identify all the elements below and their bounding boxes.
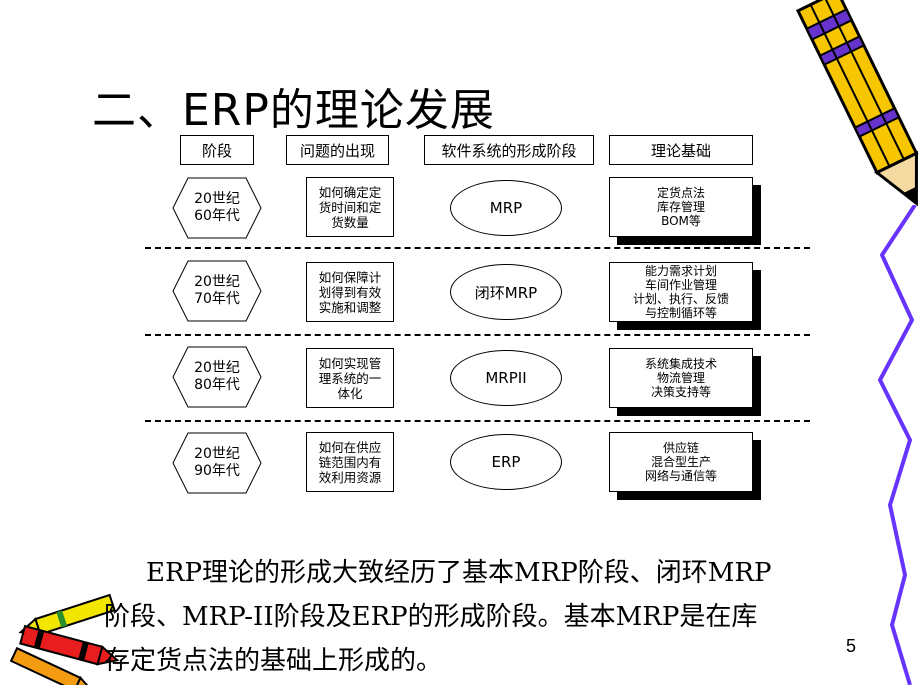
- basis-text: 定货点法: [656, 186, 705, 200]
- row-divider: [145, 334, 810, 336]
- basis-box: 系统集成技术物流管理决策支持等: [609, 348, 761, 416]
- pencil-icon: [796, 0, 919, 207]
- era-label: 60年代: [194, 208, 240, 224]
- row-divider: [145, 420, 810, 422]
- header-system: 软件系统的形成阶段: [424, 135, 594, 165]
- basis-text: 库存管理: [656, 200, 705, 214]
- basis-box: 供应链混合型生产网络与通信等: [609, 432, 761, 500]
- problem-text: 理系统的一: [318, 370, 382, 386]
- basis-text: 供应链: [662, 441, 699, 455]
- basis-text: 车间作业管理: [644, 278, 717, 292]
- row-divider: [145, 247, 810, 249]
- header-basis: 理论基础: [609, 135, 753, 165]
- era-label: 90年代: [194, 463, 240, 479]
- page-number: 5: [846, 636, 857, 656]
- paragraph-line: 阶段、MRP-II阶段及ERP的形成阶段。基本MRP是在库: [104, 602, 758, 632]
- paragraph-line: ERP理论的形成大致经历了基本MRP阶段、闭环MRP: [146, 558, 772, 588]
- problem-text: 体化: [337, 385, 363, 401]
- basis-text: 物流管理: [656, 371, 705, 385]
- problem-box: 如何实现管理系统的一体化: [306, 348, 394, 408]
- basis-box: 能力需求计划车间作业管理计划、执行、反馈与控制循环等: [609, 262, 761, 330]
- problem-box: 如何保障计划得到有效实施和调整: [306, 262, 394, 322]
- era-label: 80年代: [194, 377, 240, 393]
- page-title: 二、ERP的理论发展: [92, 85, 495, 136]
- basis-text: 网络与通信等: [644, 469, 717, 483]
- problem-text: 货数量: [331, 214, 369, 230]
- problem-text: 如何在供应: [318, 439, 382, 455]
- era-label: 20世纪: [194, 360, 240, 376]
- era-label: 20世纪: [194, 274, 240, 290]
- decorative-line-icon: [878, 205, 917, 685]
- basis-text: 计划、执行、反馈: [632, 292, 729, 306]
- problem-box: 如何确定定货时间和定货数量: [306, 177, 394, 237]
- system-ellipse: MRPII: [450, 350, 562, 406]
- era-label: 70年代: [194, 291, 240, 307]
- basis-text: 系统集成技术: [644, 357, 717, 371]
- system-ellipse: 闭环MRP: [450, 264, 562, 320]
- paragraph-line: 存定货点法的基础上形成的。: [104, 646, 443, 676]
- basis-text: 混合型生产: [650, 455, 711, 469]
- basis-text: 与控制循环等: [644, 306, 717, 320]
- problem-text: 货时间和定: [318, 199, 382, 215]
- system-ellipse: ERP: [450, 434, 562, 490]
- header-stage: 阶段: [180, 135, 254, 165]
- problem-text: 效利用资源: [318, 469, 382, 485]
- header-problem: 问题的出现: [286, 135, 389, 165]
- problem-text: 划得到有效: [318, 284, 382, 300]
- problem-text: 实施和调整: [318, 299, 382, 315]
- era-label: 20世纪: [194, 446, 240, 462]
- problem-text: 如何确定定: [318, 184, 382, 200]
- problem-box: 如何在供应链范围内有效利用资源: [306, 432, 394, 492]
- basis-text: 能力需求计划: [644, 264, 717, 278]
- crayons-icon: [9, 593, 120, 685]
- basis-text: 决策支持等: [650, 385, 711, 399]
- era-label: 20世纪: [194, 191, 240, 207]
- basis-text: BOM等: [661, 214, 701, 228]
- problem-text: 链范围内有: [318, 454, 382, 470]
- problem-text: 如何实现管: [318, 355, 382, 371]
- system-ellipse: MRP: [450, 180, 562, 236]
- problem-text: 如何保障计: [318, 269, 382, 285]
